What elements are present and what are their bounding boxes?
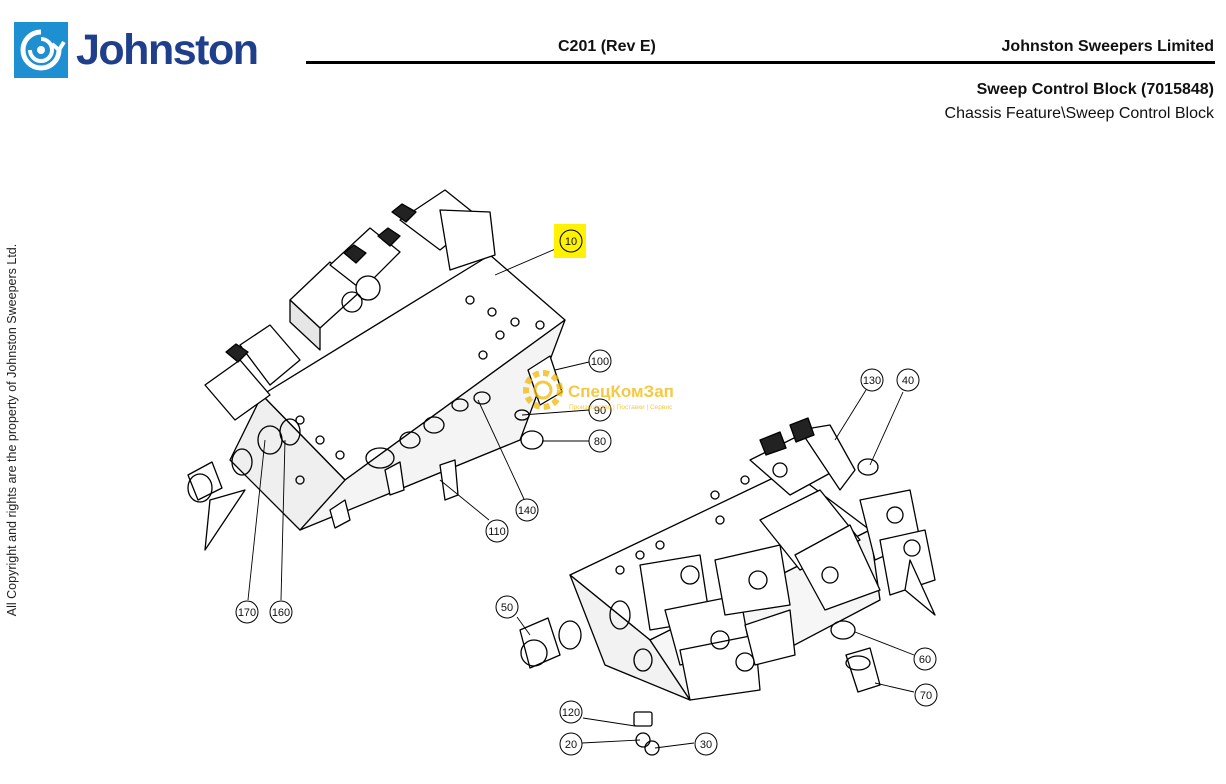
lower-valve-block-drawing: [519, 417, 936, 756]
callout-90-label: 90: [594, 405, 606, 417]
watermark-tagline: Производство | Поставки | Сервис: [569, 404, 673, 411]
callout-100-label: 100: [591, 356, 609, 368]
callout-90[interactable]: 90: [588, 398, 612, 422]
johnston-logo-mark-icon: [14, 22, 68, 78]
callout-130[interactable]: 130: [860, 368, 884, 392]
callout-100[interactable]: 100: [588, 349, 612, 373]
callout-170[interactable]: 170: [235, 600, 259, 624]
document-reference: C201 (Rev E): [558, 38, 656, 55]
callout-50-label: 50: [501, 602, 513, 614]
watermark-name: СпецКомЗап: [568, 382, 674, 401]
header-divider: [306, 61, 1215, 64]
callout-leader-lines: [247, 246, 915, 749]
callout-30[interactable]: 30: [694, 732, 718, 756]
callout-170-label: 170: [238, 607, 256, 619]
breadcrumb: Chassis Feature\Sweep Control Block: [944, 105, 1214, 122]
callout-80[interactable]: 80: [588, 429, 612, 453]
upper-valve-block-drawing: [187, 189, 566, 551]
callout-20-label: 20: [565, 739, 577, 751]
callout-20[interactable]: 20: [559, 732, 583, 756]
callout-60[interactable]: 60: [913, 647, 937, 671]
callout-130-label: 130: [863, 375, 881, 387]
callout-140[interactable]: 140: [515, 498, 539, 522]
logo-wordmark: Johnston: [76, 25, 259, 74]
callout-110-label: 110: [488, 526, 506, 538]
callout-60-label: 60: [919, 654, 931, 666]
callout-160[interactable]: 160: [269, 600, 293, 624]
callout-140-label: 140: [518, 505, 536, 517]
callout-120-label: 120: [562, 707, 580, 719]
watermark-gear-icon: [523, 370, 563, 410]
callout-70[interactable]: 70: [914, 683, 938, 707]
callout-50[interactable]: 50: [495, 595, 519, 619]
callout-70-label: 70: [920, 690, 932, 702]
callout-40-label: 40: [902, 375, 914, 387]
company-name: Johnston Sweepers Limited: [1001, 38, 1214, 55]
callout-110[interactable]: 110: [485, 519, 509, 543]
callout-80-label: 80: [594, 436, 606, 448]
callout-120[interactable]: 120: [559, 700, 583, 724]
callout-30-label: 30: [700, 739, 712, 751]
callout-40[interactable]: 40: [896, 368, 920, 392]
page-title: Sweep Control Block (7015848): [976, 81, 1214, 98]
callout-10[interactable]: 10: [559, 229, 583, 253]
watermark: СпецКомЗап Производство | Поставки | Сер…: [523, 370, 674, 411]
callout-160-label: 160: [272, 607, 290, 619]
johnston-logo: Johnston: [14, 22, 259, 78]
callout-10-label: 10: [565, 236, 577, 248]
